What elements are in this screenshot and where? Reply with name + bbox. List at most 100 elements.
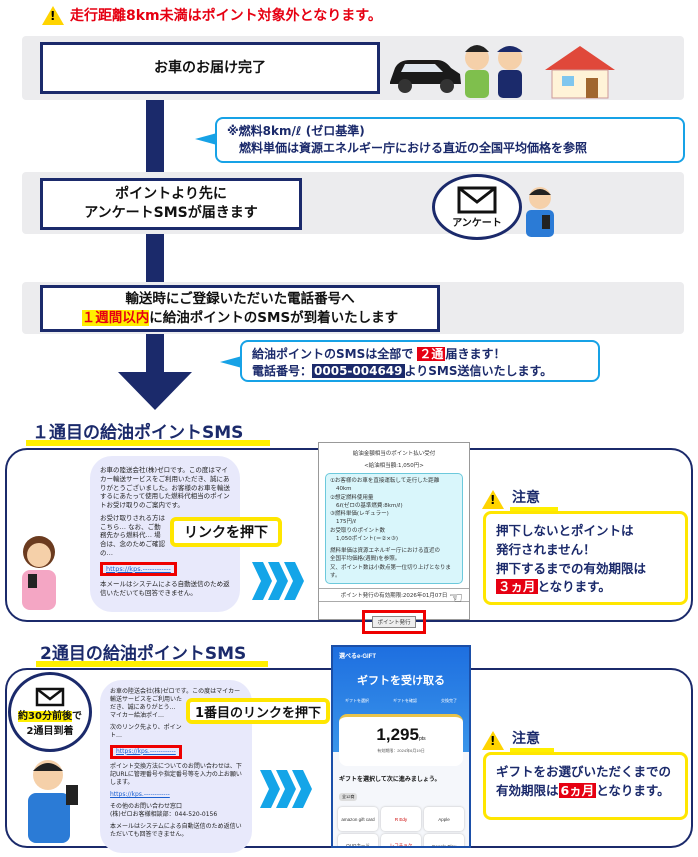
- sms2-contact: その他のお問い合わせ窓口: [110, 803, 183, 811]
- section2-underline: [36, 661, 268, 667]
- calculation-line: ②想定燃料使用量: [330, 494, 374, 501]
- caution-text: 発行されません！: [496, 541, 596, 557]
- gift-option[interactable]: amazon gift card: [338, 807, 378, 831]
- gift-option[interactable]: QUOカード: [338, 834, 378, 846]
- survey-icon-label: アンケート: [452, 217, 502, 229]
- caution-label: 注意: [510, 487, 558, 512]
- second-sms-timing: 約30分前後で 2通目到着: [8, 672, 92, 752]
- caution-label: 注意: [510, 728, 554, 753]
- survey-sms-icon: アンケート: [432, 174, 522, 240]
- calculation-line: 175円/ℓ: [336, 519, 357, 526]
- point-issue-button[interactable]: ポイント発行: [372, 616, 416, 628]
- sms2-body-2: 次のリンク先より、ポイント…: [110, 724, 182, 740]
- calculation-line: 又、ポイント数は小数点第一位切り上げとなります。: [330, 564, 451, 579]
- flow-arrow-icon: [118, 372, 192, 410]
- step-survey: ポイントより先にアンケートSMSが届きます: [40, 178, 302, 230]
- woman-phone-illustration: [12, 530, 67, 610]
- section1-title: １通目の給油ポイントSMS: [32, 423, 244, 443]
- calculation-line: 全国平均価格(週間)を参照。: [330, 556, 401, 563]
- gift-balance-card: 1,295pts 有効期限：2024年6月19日: [339, 714, 463, 766]
- step-delivery: お車のお届け完了: [40, 42, 380, 94]
- sms2-bubble: お車の陸送会社(株)ゼロです。この度はマイカー輸送サービスをご利用いただき、誠に…: [100, 680, 252, 854]
- sms2-footer: 本メールはシステムによる自動送信のため返信いただいても回答できません。: [110, 823, 242, 839]
- calculation-line: ③燃料単価(レギュラー): [330, 511, 389, 517]
- section1-caution-box: 押下しないとポイントは 発行されません！ 押下するまでの有効期限は ３ヵ月となり…: [483, 511, 688, 605]
- gift-app-name: 選べるe-GIFT: [339, 654, 376, 660]
- sms1-action-label: リンクを押下: [170, 517, 282, 547]
- chevron-right-icon: [260, 770, 312, 808]
- fuel-note-callout: ※燃料8km/ℓ (ゼロ基準) 燃料単価は資源エネルギー庁における直近の全国平均…: [195, 117, 685, 163]
- gift-amount: 1,295: [376, 725, 419, 744]
- staff-illustration: [455, 38, 535, 100]
- envelope-icon: [457, 186, 497, 213]
- gift-progress-steps: ギフトを選択 ギフトを確認 交換完了: [333, 698, 469, 704]
- sms2-contact-phone: (株)ゼロお客様相談部：044-520-0156: [110, 811, 218, 819]
- caution-text: ギフトをお選びいただくまでの: [496, 764, 672, 779]
- sms1-body-2: お受け取りされる方はこちら… なお、ご勤務先から燃料代… 場合は、念のためご確認…: [100, 513, 165, 557]
- gift-phone-screen: 選べるe-GIFT ギフトを受け取る ギフトを選択 ギフトを確認 交換完了 1,29…: [331, 645, 471, 848]
- caution-text: ３ヵ月となります。: [496, 579, 611, 595]
- gift-option[interactable]: Google Play: [424, 834, 464, 846]
- sms2-body: お車の陸送会社(株)ゼロです。この度はマイカー輸送サービスをご利用いただき、誠に…: [110, 688, 241, 720]
- envelope-icon: [35, 687, 65, 707]
- gift-step: 交換完了: [441, 698, 457, 703]
- sms1-footer: 本メールはシステムによる自動送信のため返信いただいても回答できません。: [100, 580, 230, 598]
- warning-icon: [482, 490, 504, 509]
- calculation-line: 40km: [336, 486, 352, 493]
- sms-count-text: 給油ポイントのSMSは全部で ２通届きます！: [252, 347, 506, 361]
- within-week-highlight: １週間以内: [81, 309, 150, 326]
- caution-text: 押下しないとポイントは: [496, 523, 634, 538]
- section2-caution-header: 注意: [482, 728, 554, 753]
- gift-count: 全12商: [339, 793, 358, 801]
- timing-text: 約30分前後で: [18, 711, 82, 722]
- sender-phone-number: 0005-004649: [312, 363, 405, 378]
- fuel-basis-text: ※燃料8km/ℓ (ゼロ基準): [227, 124, 365, 138]
- person-phone-illustration: [520, 185, 560, 237]
- warning-text: 走行距離8km未満はポイント対象外となります。: [70, 8, 382, 24]
- flow-line: [146, 95, 164, 380]
- gift-step: ギフトを選択: [345, 698, 369, 703]
- sms2-link-highlight: https://kps.------------: [110, 744, 182, 759]
- sms2-action-label: 1番目のリンクを押下: [186, 698, 330, 724]
- gift-title: ギフトを受け取る: [357, 675, 445, 687]
- gift-option[interactable]: Apple: [424, 807, 464, 831]
- sms1-bubble: お車の陸送会社(株)ゼロです。この度はマイカー輸送サービスをご利用いただき、誠に…: [90, 456, 240, 612]
- fuel-price-text: 燃料単価は資源エネルギー庁における直近の全国平均価格を参照: [239, 140, 588, 155]
- step-sms: 輸送時にご登録いただいた電話番号へ １週間以内に給油ポイントのSMSが到着いたし…: [40, 285, 440, 332]
- section1-underline: [26, 440, 270, 446]
- gift-option[interactable]: R Edy: [381, 807, 421, 831]
- screen-title: 給油金額相当のポイント払い受付: [352, 451, 436, 457]
- gift-option[interactable]: レコチョク: [381, 834, 421, 846]
- sms2-link-2[interactable]: https://kps.------------: [110, 790, 170, 798]
- sms1-body: お車の陸送会社(株)ゼロです。この度はマイカー輸送サービスをご利用いただき、誠に…: [100, 466, 230, 510]
- car-icon: [385, 50, 465, 95]
- calculation-line: お受取りのポイント数: [330, 527, 386, 534]
- warning-icon: [482, 731, 504, 750]
- gift-step: ギフトを確認: [393, 698, 417, 703]
- pointing-hand-icon: ☜: [448, 588, 463, 607]
- man-phone-illustration: [18, 755, 88, 845]
- house-icon: [540, 42, 620, 100]
- section1-caution-header: 注意: [482, 487, 558, 512]
- point-issue-button-highlight: ポイント発行: [362, 610, 426, 634]
- sms1-link-highlight: https://kps.------------: [100, 561, 177, 577]
- sms2-inquiry: ポイント交換方法についてのお問い合わせは、下記URLに管理番号や指定番号等を入力…: [110, 762, 242, 786]
- calculation-line: 6ℓ(ゼロの基準燃費:8km/ℓ): [336, 502, 403, 509]
- calculation-line: 燃料単価は資源エネルギー庁における直近の: [330, 548, 441, 554]
- point-issue-screen: 給油金額相当のポイント払い受付 <給油相当額:1,050円> ①お客様のお車を直…: [318, 442, 470, 634]
- gift-expiry: 有効期限：2024年6月19日: [377, 748, 425, 753]
- chevron-right-icon: [252, 562, 304, 600]
- gift-prompt: ギフトを選択して次に進みましょう。: [339, 777, 441, 783]
- timing-text-2: 2通目到着: [26, 726, 74, 737]
- sms1-link[interactable]: https://kps.------------: [106, 564, 171, 573]
- screen-expiry: ポイント発行の有効期限:2026年01月07日: [319, 588, 469, 602]
- gift-unit: pts: [418, 736, 426, 742]
- distance-warning: 走行距離8km未満はポイント対象外となります。: [42, 5, 382, 25]
- sms2-link-1[interactable]: https://kps.------------: [116, 747, 176, 755]
- calculation-line: 1,050ポイント(＝②×③): [336, 535, 399, 542]
